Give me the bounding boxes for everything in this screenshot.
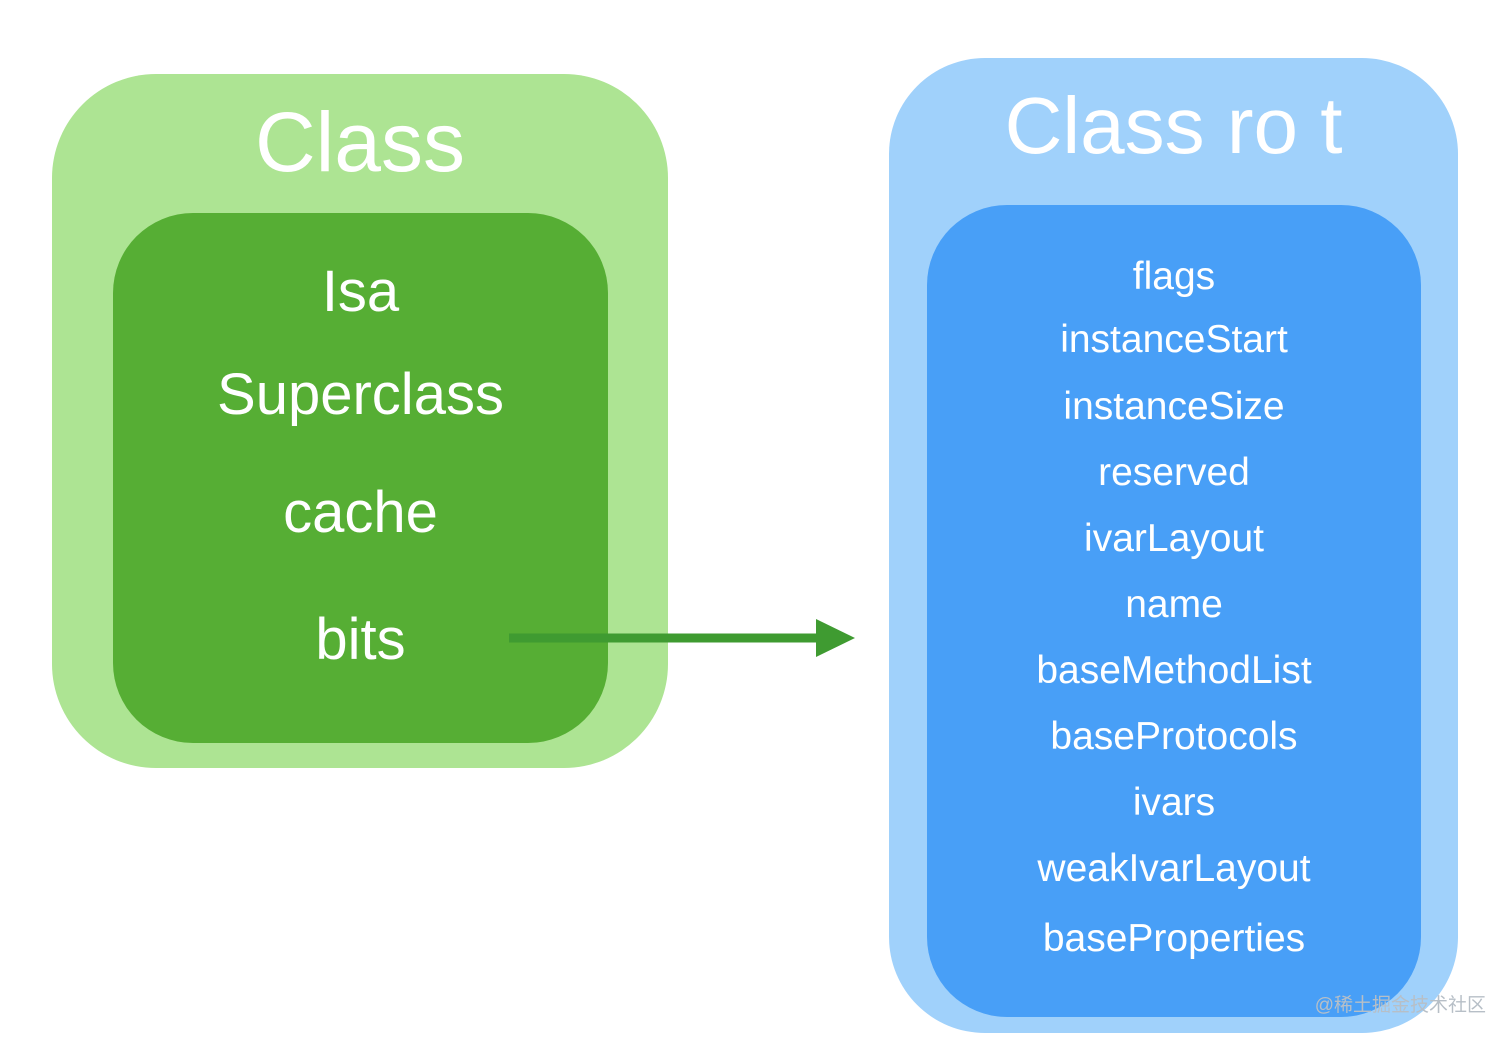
ro-field-flags: flags — [1132, 255, 1216, 298]
ro-field-base-method-list: baseMethodList — [1036, 649, 1312, 692]
ro-field-name: name — [1125, 583, 1223, 626]
class-field-isa: Isa — [321, 259, 400, 324]
class-ro-t-title: Class ro t — [1004, 81, 1343, 170]
ro-field-ivar-layout: ivarLayout — [1084, 517, 1264, 560]
ro-field-base-properties: baseProperties — [1042, 917, 1306, 960]
class-field-superclass: Superclass — [217, 362, 504, 427]
class-field-cache: cache — [283, 480, 438, 545]
arrow-head — [816, 619, 855, 657]
class-fields-container — [113, 213, 608, 743]
class-title: Class — [254, 95, 466, 189]
ro-field-instance-size: instanceSize — [1063, 385, 1285, 428]
ro-field-instance-start: instanceStart — [1060, 318, 1288, 361]
ro-field-reserved: reserved — [1098, 451, 1250, 494]
class-ro-t-fields-container — [927, 205, 1421, 1017]
class-field-bits: bits — [315, 607, 406, 672]
ro-field-base-protocols: baseProtocols — [1050, 715, 1298, 758]
watermark: @稀土掘金技术社区 — [1314, 995, 1486, 1016]
ro-field-ivars: ivars — [1132, 781, 1216, 824]
ro-field-weak-ivar-layout: weakIvarLayout — [1037, 847, 1311, 890]
